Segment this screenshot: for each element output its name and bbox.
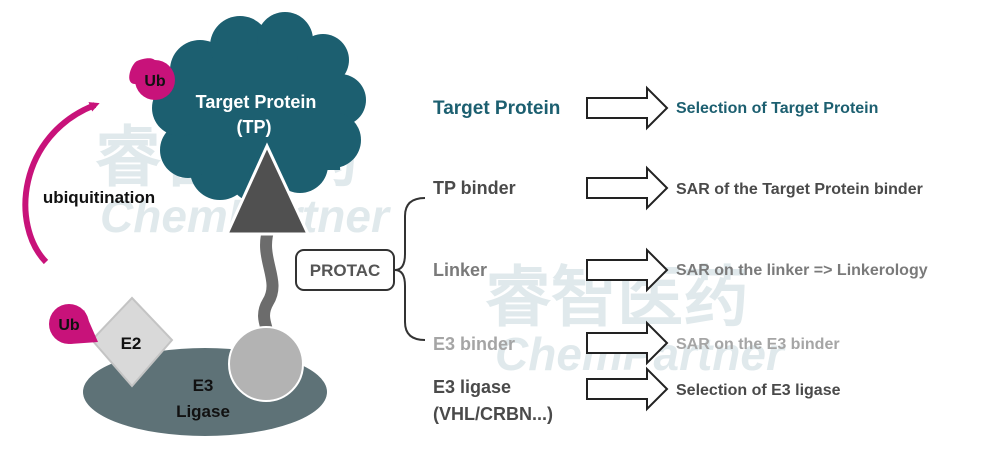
row-name-tp-binder: TP binder [433,178,516,198]
target-protein-cloud [152,12,366,203]
row-arrow-4 [586,320,669,366]
ub-bubble-bottom [49,304,98,344]
target-protein-label: Target Protein [196,92,317,112]
ubiquitination-arrow [22,102,100,265]
row-desc-target-protein: Selection of Target Protein [676,100,878,117]
protac-box [295,249,395,291]
row-name-target-protein: Target Protein [433,98,560,119]
row-desc-e3-binder: SAR on the E3 binder [676,336,840,353]
ub-label-top: Ub [144,73,166,90]
row-desc-tp-binder: SAR of the Target Protein binder [676,181,923,198]
row-name-linker: Linker [433,260,487,280]
row-arrow-1 [586,85,669,131]
target-protein-abbrev: (TP) [237,117,272,137]
row-arrows [586,85,669,412]
protac-label: PROTAC [310,261,381,280]
row-arrow-2 [586,165,669,211]
tp-binder-triangle [224,142,311,236]
e3-binder-ball [228,326,304,402]
row-name-e3-ligase-examples: (VHL/CRBN...) [433,404,553,424]
e2-diamond [90,296,174,388]
protac-brace [394,197,426,341]
e3-label-line2: Ligase [176,402,230,421]
ub-bubble-top [129,58,175,100]
row-desc-e3-ligase: Selection of E3 ligase [676,382,841,399]
e3-label-line1: E3 [193,376,214,395]
row-name-e3-ligase: E3 ligase [433,377,511,397]
row-name-e3-binder: E3 binder [433,334,515,354]
ubiquitination-label: ubiquitination [43,188,155,207]
row-arrow-3 [586,247,669,293]
row-desc-linker: SAR on the linker => Linkerology [676,262,928,279]
e2-label: E2 [121,334,142,353]
ub-label-bottom: Ub [58,317,80,334]
row-arrow-5 [586,366,669,412]
